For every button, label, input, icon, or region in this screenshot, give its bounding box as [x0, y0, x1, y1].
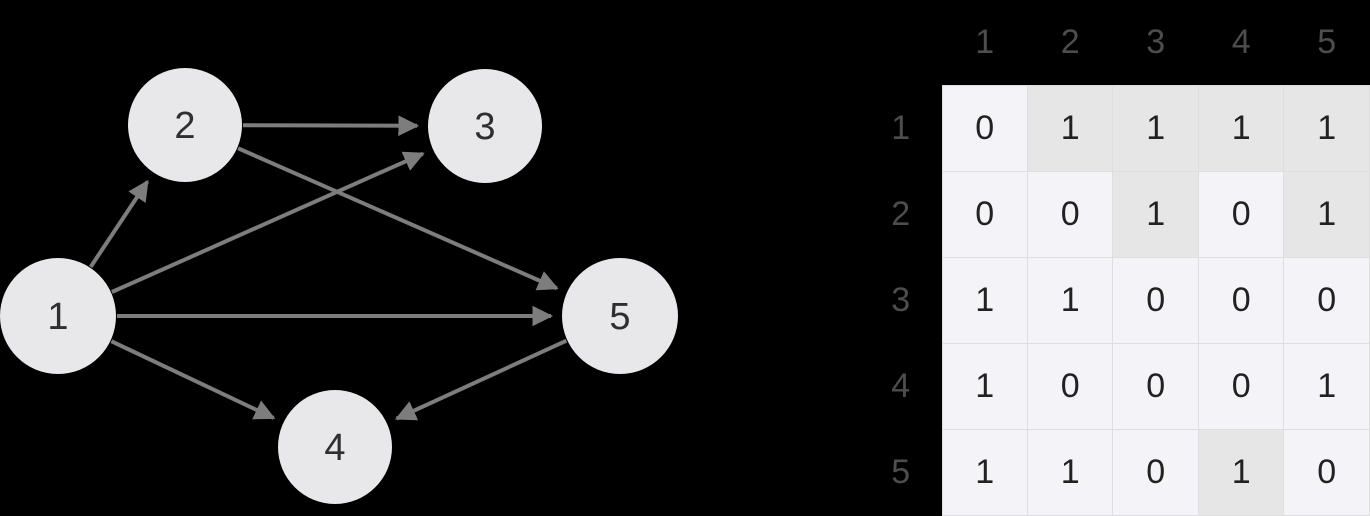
matrix-cell-1-3[interactable]: 1 — [1112, 85, 1199, 172]
matrix-cell-2-3[interactable]: 1 — [1112, 171, 1199, 258]
matrix-row-header-2: 2 — [860, 171, 943, 258]
graph-node-4[interactable]: 4 — [278, 390, 392, 504]
matrix-cell-3-1[interactable]: 1 — [941, 257, 1029, 344]
matrix-cell-1-1[interactable]: 0 — [941, 85, 1029, 172]
matrix-cell-3-5[interactable]: 0 — [1283, 257, 1370, 344]
matrix-cell-4-1[interactable]: 1 — [941, 343, 1029, 430]
matrix-col-header-3: 3 — [1112, 0, 1199, 86]
graph-panel: 1 2 3 4 5 — [0, 68, 678, 504]
graph-node-5[interactable]: 5 — [562, 258, 678, 374]
matrix-col-header-1: 1 — [942, 0, 1028, 86]
graph-edge-1-to-4 — [110, 339, 276, 420]
matrix-cell-2-4[interactable]: 0 — [1197, 171, 1285, 258]
matrix-cell-5-1[interactable]: 1 — [941, 429, 1029, 516]
matrix-corner-cell — [860, 0, 943, 86]
matrix-row-header-5: 5 — [860, 429, 943, 516]
matrix-cell-3-3[interactable]: 0 — [1112, 257, 1199, 344]
graph-node-3[interactable]: 3 — [428, 69, 542, 183]
graph-canvas: 1 2 3 4 5 — [0, 68, 678, 504]
node-label-3: 3 — [474, 106, 495, 148]
node-label-5: 5 — [609, 296, 630, 338]
matrix-cell-5-5[interactable]: 0 — [1283, 429, 1370, 516]
node-circle-1[interactable] — [0, 258, 116, 374]
node-circle-2[interactable] — [128, 68, 242, 182]
matrix-cell-1-4[interactable]: 1 — [1197, 85, 1285, 172]
matrix-cell-3-4[interactable]: 0 — [1197, 257, 1285, 344]
graph-edge-1-to-2 — [89, 179, 150, 268]
matrix-row-header-1: 1 — [860, 85, 943, 172]
matrix-cell-2-5[interactable]: 1 — [1283, 171, 1370, 258]
graph-edge-2-to-3 — [242, 115, 420, 137]
node-circle-4[interactable] — [278, 390, 392, 504]
matrix-cell-4-4[interactable]: 0 — [1197, 343, 1285, 430]
matrix-cell-5-2[interactable]: 1 — [1026, 429, 1114, 516]
matrix-cell-5-4[interactable]: 1 — [1197, 429, 1285, 516]
node-circle-5[interactable] — [562, 258, 678, 374]
matrix-cell-2-2[interactable]: 0 — [1026, 171, 1114, 258]
matrix-cell-2-1[interactable]: 0 — [941, 171, 1029, 258]
node-label-2: 2 — [174, 105, 195, 147]
nodes-group: 1 2 3 4 5 — [0, 68, 678, 504]
graph-edge-5-to-4 — [394, 338, 568, 421]
matrix-cell-1-5[interactable]: 1 — [1283, 85, 1370, 172]
matrix-col-header-5: 5 — [1283, 0, 1370, 86]
matrix-cell-4-5[interactable]: 1 — [1283, 343, 1370, 430]
graph-edge-1-to-3 — [111, 151, 425, 294]
matrix-col-header-4: 4 — [1198, 0, 1284, 86]
graph-node-1[interactable]: 1 — [0, 258, 116, 374]
matrix-cell-4-2[interactable]: 0 — [1026, 343, 1114, 430]
node-label-1: 1 — [47, 296, 68, 338]
matrix-cell-3-2[interactable]: 1 — [1026, 257, 1114, 344]
matrix-row-header-3: 3 — [860, 257, 943, 344]
matrix-cell-1-2[interactable]: 1 — [1026, 85, 1114, 172]
graph-node-2[interactable]: 2 — [128, 68, 242, 182]
edges-group — [89, 115, 568, 421]
matrix-row-header-4: 4 — [860, 343, 943, 430]
matrix-cell-5-3[interactable]: 0 — [1112, 429, 1199, 516]
node-label-4: 4 — [324, 427, 345, 469]
node-circle-3[interactable] — [428, 69, 542, 183]
matrix-col-header-2: 2 — [1027, 0, 1113, 86]
matrix-cell-4-3[interactable]: 0 — [1112, 343, 1199, 430]
graph-edge-2-to-5 — [237, 146, 559, 291]
